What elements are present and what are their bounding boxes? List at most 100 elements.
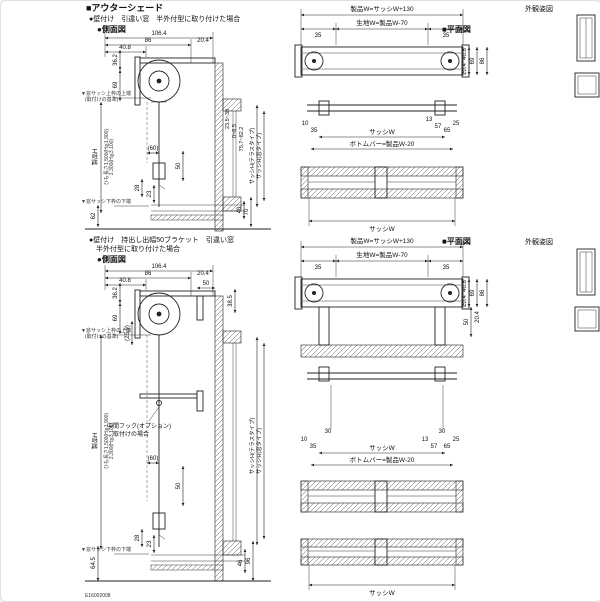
bottom-case-label-1: ●壁付け 持出し出幅50ブラケット 引違い窓 [89, 235, 234, 244]
dim-bottom-bar-b: ボトムバー=製品W-20 [350, 455, 415, 464]
bottom-case-label-2: 半外付型に取り付けた場合 [96, 244, 180, 253]
dim-28-b: 28 [135, 534, 141, 541]
dim-product-h: 製品H [91, 149, 99, 165]
dim-bracket-50: 50 [203, 281, 210, 287]
dim-57: 57 [435, 124, 442, 130]
bottom-plan-view-label: ■平面図 [442, 237, 471, 246]
end-cap-left [294, 44, 303, 78]
bracket-left-plan [318, 100, 330, 116]
dim-sash-w: サッシW [369, 128, 396, 136]
dim-product-w-b: 製品W=サッシW+130 [350, 236, 414, 245]
dim-64-5: 64.5 [91, 557, 97, 569]
appearance-section-b [574, 306, 600, 332]
sash-h-window-label: サッシH(窓タイプ) [255, 133, 263, 179]
dim-30-left: 30 [325, 429, 332, 435]
dim-cord-60-b: (60) [148, 456, 159, 462]
bracket-plate-b [134, 289, 141, 339]
dim-end-35-right-b: 35 [443, 265, 450, 271]
roller-end-right [440, 51, 460, 71]
roller-end-left [304, 51, 324, 71]
top-side-view-label: ●側面図 [97, 24, 126, 34]
bottom-plan-view: 製品W=サッシW+130 生地W=製品W-70 35 35 40.8 20.4 … [294, 236, 489, 597]
dim-bottom-bar: ボトムバー=製品W-20 [350, 139, 415, 148]
sash-h-terrace-label-b: サッシH(テラスタイプ) [248, 417, 256, 474]
dim-end-35-right: 35 [443, 33, 450, 39]
bottom-side-view-label: ●側面図 [97, 254, 126, 264]
ref-top-note-1-b: ▼窓サッシ上枠の上端 [81, 327, 131, 334]
bottom-headers: ●壁付け 持出し出幅50ブラケット 引違い窓 半外付型に取り付けた場合 ●側面図… [89, 235, 553, 264]
dim-end-35-left-b: 35 [315, 265, 322, 271]
dim-end-35-left: 35 [315, 33, 322, 39]
dim-sash-w-2-b: サッシW [369, 589, 396, 597]
wall-section-b [214, 295, 224, 582]
bracket-right-plan [434, 100, 446, 116]
top-plan-view: 製品W=サッシW+130 生地W=製品W-70 35 35 40.8 20.4 … [294, 4, 489, 233]
meeting-rail [374, 166, 388, 199]
headbox-plan [300, 46, 464, 76]
bracket-plate [134, 56, 141, 106]
ref-top-note-2: (取付けの基準) [85, 96, 119, 103]
dim-69: 69 [113, 81, 119, 88]
dim-20-4-b: 20.4 [197, 271, 209, 277]
dim-depth-86-b: 86 [480, 289, 486, 296]
dim-106-4: 106.4 [151, 31, 167, 37]
dim-57-b: 57 [431, 444, 438, 450]
dim-depth-20-4-b: 20.4 [462, 295, 468, 307]
roller-axis-b [156, 311, 162, 317]
dim-86: 86 [145, 38, 152, 44]
end-cap-left-b [294, 276, 303, 310]
frame-head-b [222, 330, 242, 344]
dim-96: 96 [246, 557, 252, 564]
appearance-section [574, 72, 600, 98]
mount-arm-b [139, 290, 216, 297]
dim-depth-86: 86 [480, 57, 486, 64]
dim-10: 10 [302, 121, 309, 127]
dim-62: 62 [91, 212, 97, 219]
dim-70: 70 [244, 208, 250, 215]
dim-depth-40-8-b: 40.8 [462, 280, 468, 292]
dim-depth-69-b: 69 [470, 289, 476, 296]
frame-sill-b [222, 540, 242, 556]
dim-25-b: 25 [453, 437, 460, 443]
sill-hatch-b [150, 564, 224, 571]
meeting-rail-b2 [374, 538, 388, 566]
doc-code: E16002008 [85, 593, 111, 599]
dim-adj-0-6-5: 0~6.5 [232, 124, 238, 138]
dim-35-b: 35 [310, 444, 317, 450]
dim-35: 35 [311, 128, 318, 134]
dim-product-h-b: 製品H [91, 433, 99, 449]
window-plan-inner-b2 [300, 556, 464, 566]
appearance-elevation [576, 14, 596, 62]
cord-length-note-2-b: 2,300(H≦3,100) [109, 423, 115, 459]
roller-end-right-b [440, 283, 460, 303]
dim-adj-75-7-82-2: 75.7~82.2 [239, 127, 245, 152]
top-case-label: ●壁付け 引違い窓 半外付型に取り付けた場合 [89, 14, 240, 23]
sash-h-terrace-label: サッシH(テラスタイプ) [248, 127, 256, 184]
frame-head [222, 98, 242, 112]
standoff-left-plan [318, 306, 330, 346]
dim-28: 28 [135, 184, 141, 191]
dim-sash-w-2: サッシW [369, 225, 396, 233]
dim-sash-w-b: サッシW [369, 444, 396, 452]
ref-top-note-2-b: (取付けの基準) [85, 333, 119, 340]
dim-106-4-b: 106.4 [151, 264, 167, 270]
dim-46: 46 [238, 559, 244, 566]
ref-bottom-note-b: ▼窓サッシ下枠の下端 [81, 546, 131, 553]
dim-50-b: 50 [176, 482, 182, 489]
top-appearance-figure [574, 14, 600, 98]
bottom-hook-b [158, 529, 166, 540]
dim-cord-60: (60) [148, 146, 159, 152]
mid-hook-bracket [196, 390, 204, 412]
dim-product-w: 製品W=サッシW+130 [350, 4, 414, 13]
dim-65-b: 65 [444, 444, 451, 450]
appearance-elevation-b [576, 248, 596, 296]
bottom-appearance-figure [574, 248, 600, 332]
dim-adj-23-5-30: 23.5~30 [225, 109, 231, 129]
dim-38-5: 38.5 [228, 295, 234, 307]
cord-length-note-1-b: ひも長さ1,500(H≦1,900) [103, 413, 110, 469]
standoff-right-plan [434, 306, 446, 346]
bracket-left-plan-b [318, 366, 330, 382]
dim-23-b: 23 [147, 540, 153, 547]
